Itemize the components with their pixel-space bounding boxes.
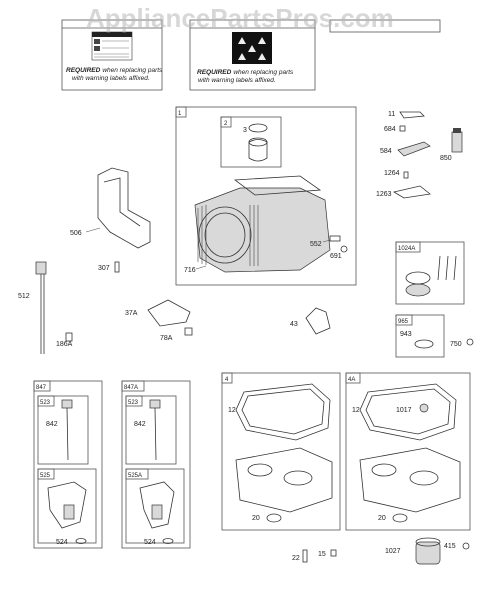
assembly-number: 525A [128,473,142,479]
part-number: 12 [228,407,236,414]
assembly-number: 523 [128,400,139,406]
part-number: 943 [400,331,412,338]
ring-set-box: 1024A [395,241,465,305]
shroud-part: 506 307 [70,167,151,273]
part-number: 1264 [384,170,400,177]
part-number: 3 [243,127,247,134]
part-number: 20 [378,515,386,522]
required-line2-2: with warning labels affixed. [198,77,276,84]
part-number: 307 [98,265,110,272]
part-number: 506 [70,230,82,237]
part-number: 186A [56,341,73,348]
part-number: 20 [252,515,260,522]
part-number: 37A [125,310,138,317]
assembly-number: 525 [40,473,51,479]
part-number: 1017 [396,407,412,414]
assembly-number: 847A [124,385,138,391]
required-line2: with warning labels affixed. [72,75,150,82]
part-number: 842 [134,421,146,428]
part-number: 691 [330,253,342,260]
assembly-number: 1024A [398,246,415,252]
required-text: REQUIRED [66,67,101,74]
part-number: 11 [388,111,395,118]
part-number: 43 [290,321,298,328]
crankcase-4a-box: 4A 12 1017 20 [345,372,471,531]
part-number: 716 [184,267,196,274]
part-number: 584 [380,148,392,155]
dipstick-tube-part: 512 186A [18,261,73,354]
part-number: 750 [450,341,462,348]
bottom-parts: 22 15 1027 415 [292,537,470,565]
part-number: 552 [310,241,322,248]
part-number: 12 [352,407,360,414]
part-number: 22 [292,555,300,562]
part-number: 15 [318,551,326,558]
part-number: 684 [384,126,396,133]
required-line1-2: when replacing parts [233,69,294,76]
cylinder-assembly: 1 2 3 552 691 716 [175,106,357,286]
assembly-number: 523 [40,400,51,406]
part-number: 842 [46,421,58,428]
part-number: 524 [144,539,156,546]
kit-965-box: 965 943 750 [395,314,474,358]
part-number: 415 [444,543,456,550]
dipstick-847-box: 847 523 842 525 524 [33,380,103,549]
part-number: 524 [56,539,68,546]
assembly-number: 4 [225,377,229,383]
required-line1: when replacing parts [102,67,163,74]
watermark: AppliancePartsPros.com [86,3,394,33]
part-number: 1263 [376,191,392,198]
crankcase-4-box: 4 12 20 [221,372,341,531]
dipstick-847a-box: 847A 523 842 525A 524 [121,380,191,549]
part-number: 512 [18,293,30,300]
part-number: 1027 [385,548,401,555]
required-text-2: REQUIRED [197,69,232,76]
assembly-number: 847 [36,385,47,391]
bracket-parts: 37A 78A 43 [125,299,331,342]
part-number: 78A [160,335,173,342]
assembly-number: 4A [348,377,355,383]
assembly-number: 1 [178,111,182,117]
emissions-label-panel [329,19,441,33]
part-number: 850 [440,155,452,162]
assembly-number: 2 [224,121,228,127]
breather-parts: 11 684 584 850 1264 1263 [376,111,463,199]
assembly-number: 965 [398,319,409,325]
